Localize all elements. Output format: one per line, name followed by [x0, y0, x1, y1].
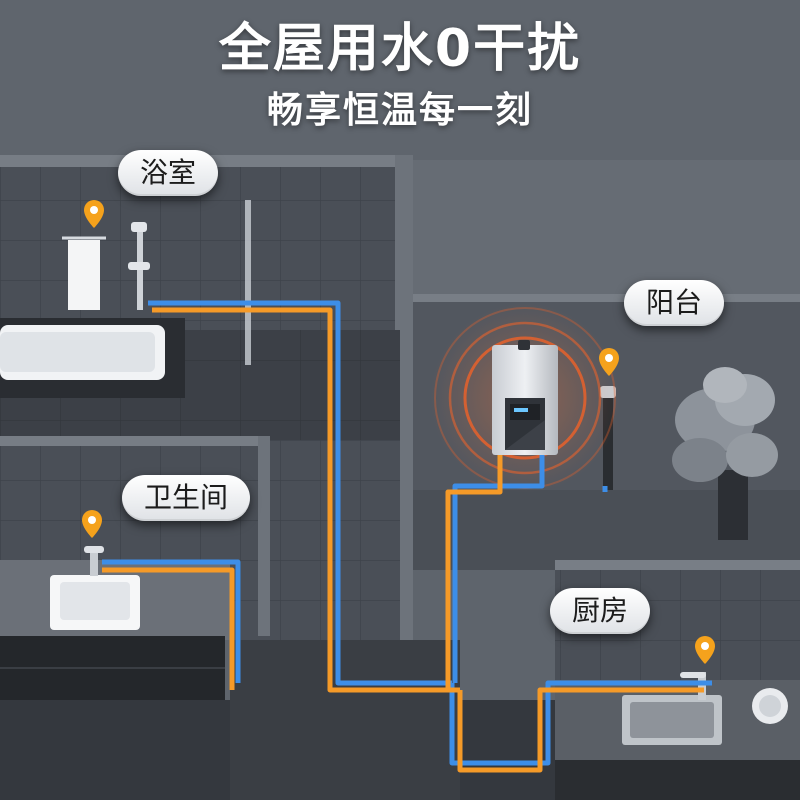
headline-subtitle: 畅享恒温每一刻: [266, 90, 533, 131]
faucet-icon: [84, 546, 104, 576]
kitchen-faucet-icon: [680, 672, 706, 700]
room-label-balcony: 阳台: [624, 280, 725, 326]
location-pin-icon: [84, 200, 104, 228]
headline-title: 全屋用水0干扰: [218, 19, 582, 79]
plant-icon: [672, 367, 778, 540]
shower-icon: [128, 222, 150, 310]
towel-icon: [68, 240, 100, 310]
room-label-toilet: 卫生间: [122, 475, 251, 521]
water-heater-icon: [492, 340, 558, 455]
room-label-kitchen: 厨房: [550, 588, 651, 634]
background: [0, 0, 800, 160]
location-pin-icon: [695, 636, 715, 664]
room-label-bathroom: 浴室: [118, 150, 219, 196]
shower-glass-edge: [245, 200, 251, 365]
hot-water-pipes: [102, 307, 704, 773]
balcony-upper-wall: [410, 160, 800, 300]
location-pin-icon: [599, 348, 619, 376]
location-pin-icon: [82, 510, 102, 538]
